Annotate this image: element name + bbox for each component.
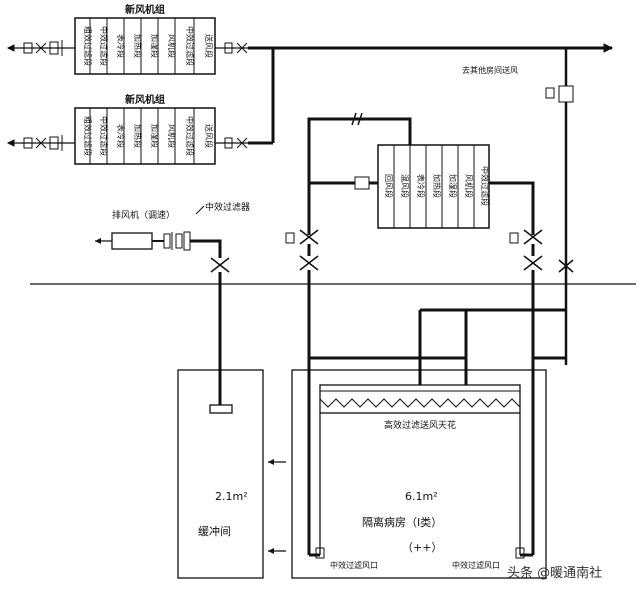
exhaust-fan-group: 排风机（调速） 中效过滤器 bbox=[95, 201, 250, 414]
buffer-room-area: 2.1m² bbox=[215, 490, 248, 503]
intake-1 bbox=[6, 40, 75, 56]
ahu-1-section-3: 表冷段 bbox=[116, 34, 126, 58]
iso-room-name: 隔离病房（I类） bbox=[362, 515, 442, 529]
iso-room-area: 6.1m² bbox=[405, 490, 438, 503]
watermark: 头条 @暖通南社 bbox=[507, 565, 602, 581]
hepa-label: 高效过滤送风天花 bbox=[384, 419, 456, 431]
iso-outlet-left: 中效过滤风口 bbox=[330, 560, 378, 570]
ahu-2-title: 新风机组 bbox=[125, 93, 165, 106]
ahu-2: 新风机组 粗效过滤段 中效过滤段 表冷段 加热段 加湿段 风机段 中效过滤段 送… bbox=[74, 93, 216, 165]
ahu-1-section-4: 加热段 bbox=[133, 34, 143, 58]
ahu-1-section-7: 中效过滤段 bbox=[185, 26, 195, 66]
supply-header bbox=[248, 43, 614, 145]
ahu-2-section-8: 送风段 bbox=[204, 124, 214, 148]
intake-2 bbox=[6, 135, 75, 151]
ahu-3-section-7: 中效过滤段 bbox=[480, 166, 490, 206]
ahu-2-section-1: 粗效过滤段 bbox=[83, 116, 93, 156]
ahu-3: 回风段 混风段 表冷段 加热段 加湿段 风机段 中效过滤段 bbox=[377, 144, 490, 229]
ahu-1: 新风机组 粗效过滤段 中效过滤段 表冷段 加热段 加湿段 风机段 中效过滤段 送… bbox=[74, 3, 216, 75]
vertical-ducts bbox=[285, 229, 566, 557]
ahu-3-section-4: 加热段 bbox=[432, 174, 442, 198]
hepa-zigzag bbox=[319, 398, 521, 408]
isolation-room: 高效过滤送风天花 6.1m² 隔离病房（I类） （++） 中效过滤风口 中效过滤… bbox=[291, 369, 547, 579]
ahu-1-section-2: 中效过滤段 bbox=[99, 26, 109, 66]
ahu-2-section-4: 加热段 bbox=[133, 124, 143, 148]
ahu-3-section-1: 回风段 bbox=[384, 174, 394, 198]
ahu-2-section-7: 中效过滤段 bbox=[185, 116, 195, 156]
ahu-2-section-6: 风机段 bbox=[167, 124, 177, 148]
ahu-3-section-3: 表冷段 bbox=[416, 174, 426, 198]
buffer-room-name: 缓冲间 bbox=[198, 524, 231, 538]
buffer-room: 2.1m² 缓冲间 bbox=[177, 369, 286, 579]
ahu-1-section-6: 风机段 bbox=[167, 34, 177, 58]
ahu-1-title: 新风机组 bbox=[125, 3, 165, 16]
ahu-1-section-8: 送风段 bbox=[204, 34, 214, 58]
exhaust-filter-label: 中效过滤器 bbox=[205, 201, 250, 213]
ahu-3-section-2: 混风段 bbox=[400, 174, 410, 198]
ahu-2-section-3: 表冷段 bbox=[116, 124, 126, 148]
ahu-1-section-5: 加湿段 bbox=[150, 34, 160, 58]
branch-duct bbox=[545, 48, 574, 365]
branch-label: 去其他房间送风 bbox=[462, 65, 518, 75]
exhaust-fan-label: 排风机（调速） bbox=[112, 209, 175, 221]
ahu-3-section-6: 风机段 bbox=[464, 174, 474, 198]
ahu-2-section-5: 加湿段 bbox=[150, 124, 160, 148]
ahu-2-section-2: 中效过滤段 bbox=[99, 116, 109, 156]
recirc-duct bbox=[307, 112, 535, 235]
ahu-1-section-1: 粗效过滤段 bbox=[83, 26, 93, 66]
ahu-3-section-5: 加湿段 bbox=[448, 174, 458, 198]
iso-outlet-right: 中效过滤风口 bbox=[452, 560, 500, 570]
iso-room-pressure: （++） bbox=[402, 541, 442, 554]
